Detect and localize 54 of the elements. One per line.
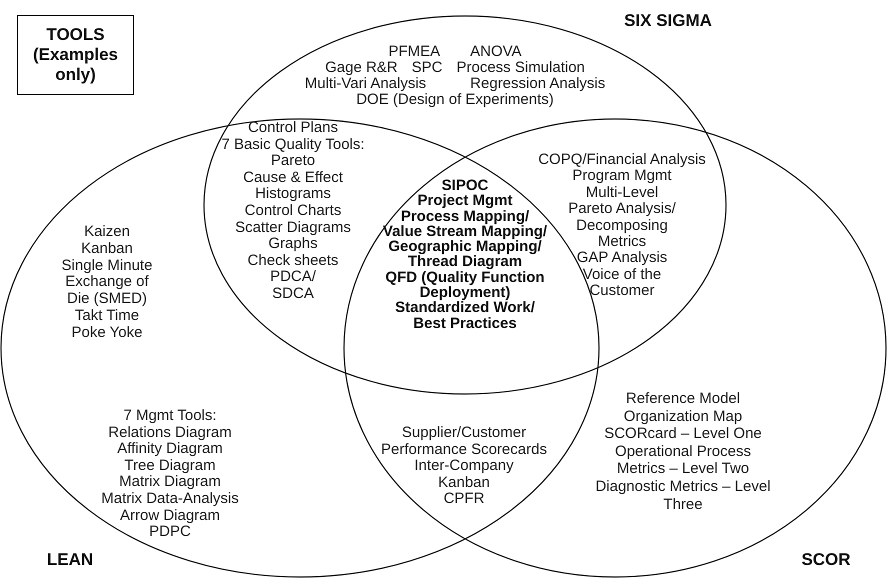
set-heading: LEAN <box>46 550 94 570</box>
tool-name: Kaizen <box>84 224 130 241</box>
set-heading: SCOR <box>801 550 851 570</box>
tool-name: Organization Map <box>624 408 742 426</box>
tool-name: Gage R&R <box>325 60 398 76</box>
tool-name: Kanban <box>438 474 490 492</box>
tool-name: Tree Diagram <box>124 458 216 474</box>
tool-name: GAP Analysis <box>576 250 668 267</box>
tool-name: PDCA/ SDCA <box>269 269 317 303</box>
tool-name: 7 Basic Quality Tools: <box>221 136 365 154</box>
tool-name: Pareto <box>270 153 316 170</box>
tool-name: Takt Time <box>74 308 140 325</box>
tool-name: COPQ/Financial Analysis <box>538 152 706 168</box>
tool-name: Matrix Diagram <box>119 474 221 491</box>
tool-name: Relations Diagram <box>108 424 232 442</box>
tool-name: Project Mgmt <box>417 193 512 209</box>
tool-name: Graphs <box>268 236 318 253</box>
tool-name: Single Minute Exchange of Die (SMED) <box>60 258 154 308</box>
tool-name: Matrix Data-Analysis <box>101 490 239 508</box>
tool-name: Multi-Level Pareto Analysis/ Decomposing Metrics <box>567 184 677 250</box>
tool-name: Affinity Diagram <box>117 441 223 458</box>
tool-name: ANOVA <box>470 44 522 60</box>
tool-name: Control Plans <box>248 120 338 137</box>
set-heading: SIX SIGMA <box>624 11 712 31</box>
tool-name: PDPC <box>149 524 191 541</box>
tool-name: Histograms <box>255 186 331 203</box>
tool-name: Operational Process Metrics – Level Two <box>614 442 752 478</box>
tool-name: 7 Mgmt Tools: <box>123 408 217 425</box>
tool-name: Scatter Diagrams <box>235 220 351 236</box>
tool-name: SPC <box>412 60 442 76</box>
tool-name: Diagnostic Metrics – Level Three <box>594 478 772 514</box>
tool-name: Reference Model <box>626 390 740 408</box>
tool-name: Kanban <box>81 240 133 258</box>
tool-name: CPFR <box>444 491 484 508</box>
tool-name: Regression Analysis <box>470 76 606 92</box>
tool-name: SCORcard – Level One <box>604 425 762 443</box>
tool-name: Inter-Company <box>414 458 514 475</box>
tool-name: Control Charts <box>244 202 342 220</box>
tool-name: SIPOC <box>442 178 488 194</box>
tool-name: Cause & Effect <box>243 170 343 186</box>
tool-name: DOE (Design of Experiments) <box>356 92 554 108</box>
tool-name: Supplier/Customer Performance Scorecards <box>380 425 548 458</box>
tool-name: Standardized Work/ Best Practices <box>394 300 536 331</box>
tool-name: Voice of the Customer <box>582 266 662 300</box>
tool-name: PFMEA <box>388 44 440 60</box>
tool-name: Check sheets <box>248 252 338 270</box>
note-box: TOOLS (Examples only) <box>17 15 134 95</box>
tool-name: Process Simulation <box>456 60 585 76</box>
tool-name: Arrow Diagram <box>120 508 220 524</box>
tool-name: Poke Yoke <box>72 324 142 342</box>
tool-name: Process Mapping/ Value Stream Mapping/ Geographic Mapping/ Thread Diagram <box>382 208 548 270</box>
tool-name: QFD (Quality Function Deployment) <box>384 270 546 300</box>
tool-name: Multi-Vari Analysis <box>304 76 426 92</box>
tool-name: Program Mgmt <box>572 168 672 185</box>
